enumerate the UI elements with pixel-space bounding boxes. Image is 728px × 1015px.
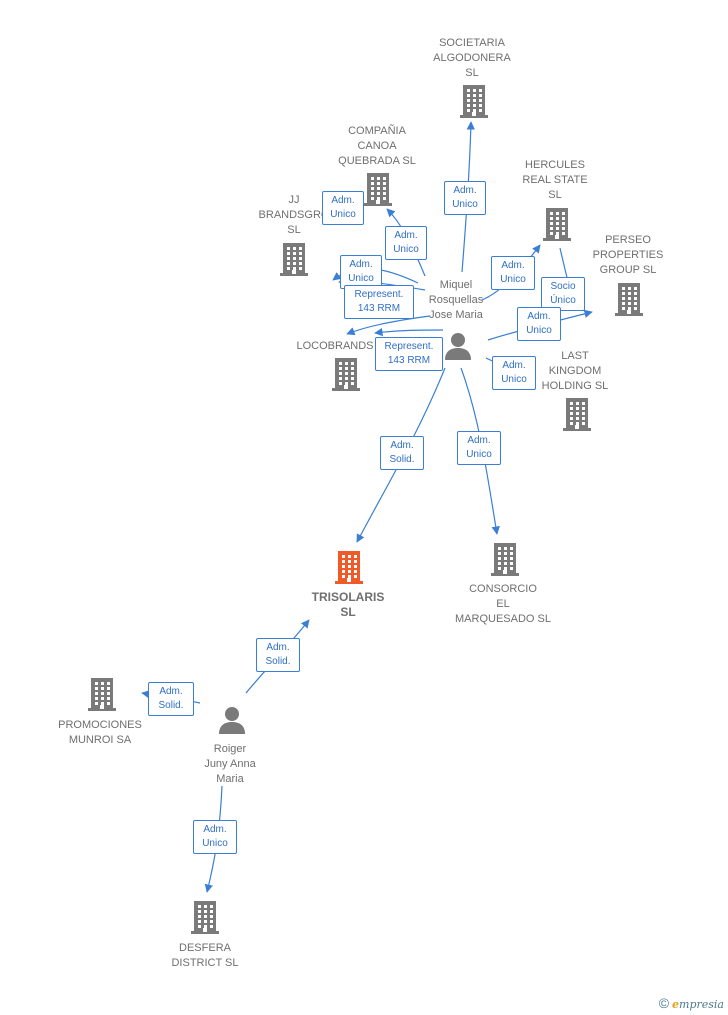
relation-label-miquel-to-locobrands[interactable]: Represent. 143 RRM bbox=[344, 285, 414, 319]
person-icon bbox=[217, 705, 247, 740]
building-icon bbox=[87, 677, 117, 716]
building-icon bbox=[334, 550, 364, 589]
building-icon bbox=[562, 397, 592, 436]
relation-label-miquel-to-locobrands[interactable]: Represent. 143 RRM bbox=[375, 337, 443, 371]
building-icon bbox=[542, 207, 572, 246]
person-icon bbox=[443, 331, 473, 366]
edge-miquel-to-locobrands bbox=[374, 327, 444, 337]
node-label-roiger: Roiger Juny Anna Maria bbox=[204, 743, 256, 785]
node-label-promociones: PROMOCIONES MUNROI SA bbox=[58, 719, 142, 746]
node-label-miquel: Miquel Rosquellas Jose Maria bbox=[428, 279, 484, 321]
building-icon bbox=[614, 282, 644, 321]
edge-miquel-to-locobrands bbox=[346, 315, 431, 336]
relation-label-miquel-to-lastkingdom[interactable]: Adm. Unico bbox=[492, 356, 536, 390]
relation-label-miquel-to-jj[interactable]: Adm. Unico bbox=[340, 255, 382, 289]
building-icon bbox=[490, 542, 520, 581]
relation-label-miquel-to-consorcio[interactable]: Adm. Unico bbox=[457, 431, 501, 465]
building-icon bbox=[190, 900, 220, 939]
empresia-watermark: ©empresia bbox=[659, 995, 724, 1011]
building-icon bbox=[363, 172, 393, 211]
relation-label-miquel-to-societaria[interactable]: Adm. Unico bbox=[444, 181, 486, 215]
node-label-desfera: DESFERA DISTRICT SL bbox=[171, 942, 239, 969]
copyright-symbol: © bbox=[658, 995, 670, 1011]
node-label-trisolaris: TRISOLARIS SL bbox=[311, 590, 385, 619]
empresia-logo-text: mpresia bbox=[679, 998, 724, 1011]
relation-label-miquel-to-perseo[interactable]: Adm. Unico bbox=[517, 307, 561, 341]
empresia-logo-initial: e bbox=[672, 998, 680, 1011]
node-label-canoa: COMPAÑIA CANOA QUEBRADA SL bbox=[338, 125, 416, 167]
relation-label-roiger-to-promociones[interactable]: Adm. Solid. bbox=[148, 682, 194, 716]
relation-label-roiger-to-trisolaris[interactable]: Adm. Solid. bbox=[256, 638, 300, 672]
relation-label-miquel-to-trisolaris[interactable]: Adm. Solid. bbox=[380, 436, 424, 470]
node-label-societaria: SOCIETARIA ALGODONERA SL bbox=[433, 37, 511, 79]
node-label-perseo: PERSEO PROPERTIES GROUP SL bbox=[592, 234, 664, 276]
building-icon bbox=[331, 357, 361, 396]
building-icon bbox=[459, 84, 489, 123]
node-label-consorcio: CONSORCIO EL MARQUESADO SL bbox=[455, 583, 551, 625]
relation-label-miquel-to-jj[interactable]: Adm. Unico bbox=[322, 191, 364, 225]
node-label-locobrands: LOCOBRANDS bbox=[296, 340, 374, 352]
relation-label-miquel-to-canoa[interactable]: Adm. Unico bbox=[385, 226, 427, 260]
node-label-hercules: HERCULES REAL STATE SL bbox=[522, 159, 588, 201]
node-label-jj: JJ BRANDSGRO SL bbox=[258, 194, 330, 236]
building-icon bbox=[279, 242, 309, 281]
relation-label-miquel-to-hercules[interactable]: Adm. Unico bbox=[491, 256, 535, 290]
node-label-lastkingdom: LAST KINGDOM HOLDING SL bbox=[541, 350, 609, 392]
relation-label-roiger-to-desfera[interactable]: Adm. Unico bbox=[193, 820, 237, 854]
relation-label-miquel-to-perseo[interactable]: Socio Único bbox=[541, 277, 585, 311]
